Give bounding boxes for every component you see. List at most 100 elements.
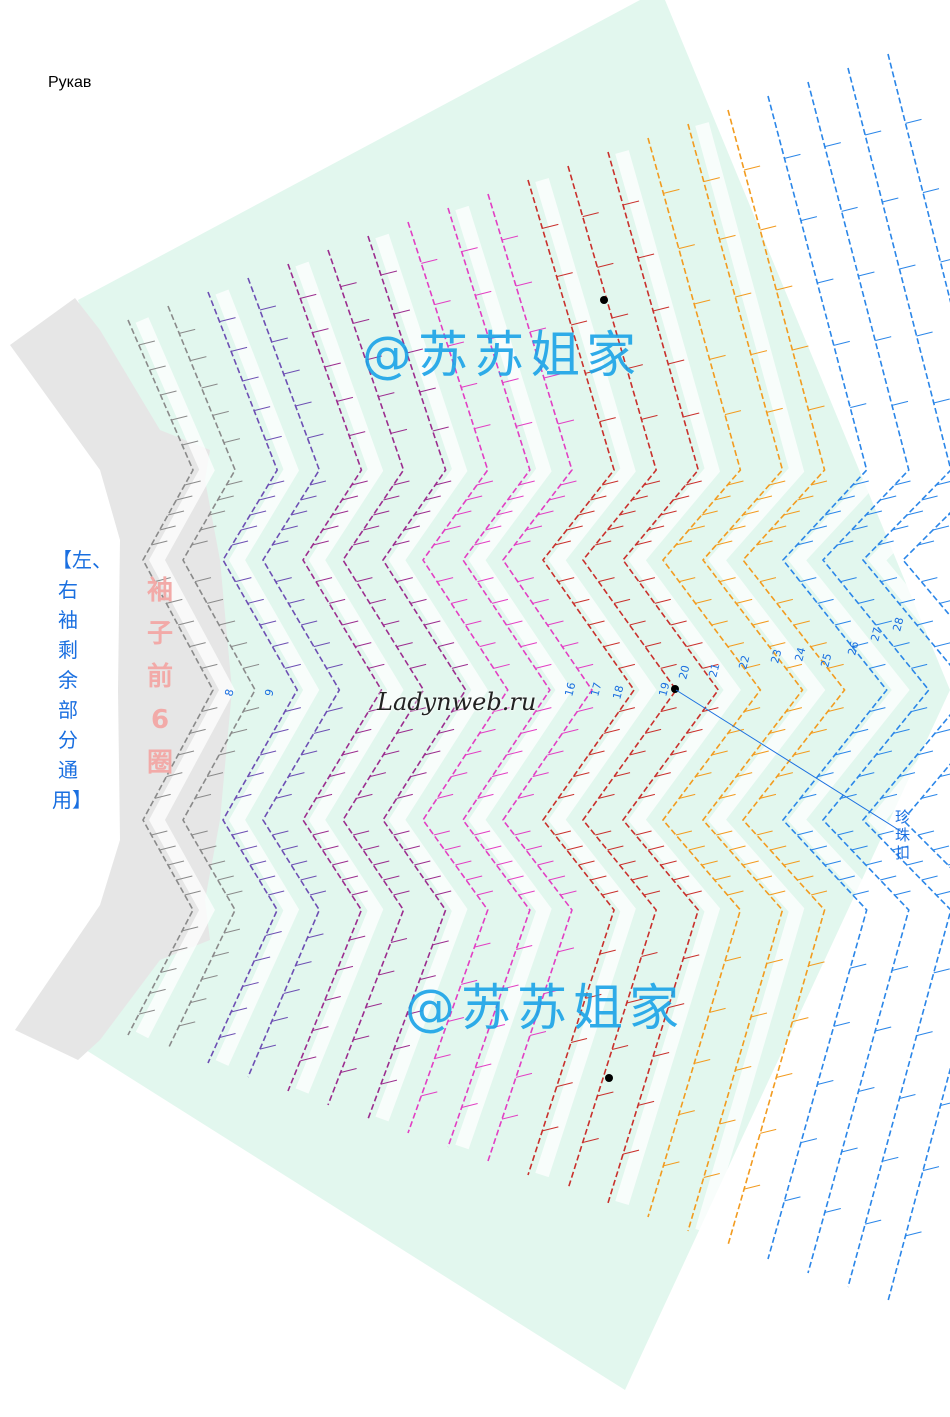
stitch-mark (660, 663, 677, 669)
stitch-mark (810, 525, 828, 531)
stitch-mark (461, 247, 478, 253)
stitch-mark (477, 793, 494, 799)
stitch-mark (899, 264, 916, 270)
stitch-mark (466, 495, 483, 501)
stitch-mark (893, 642, 910, 648)
stitch-mark (585, 993, 602, 999)
stitch-mark (218, 750, 236, 756)
stitch-mark (562, 642, 579, 648)
stitch-mark (548, 495, 566, 501)
stitch-mark (629, 750, 646, 756)
stitch-mark (403, 525, 420, 531)
stitch-mark (312, 540, 329, 546)
row-number-label: 16 (562, 681, 578, 698)
stitch-mark (410, 772, 427, 778)
row-number-label: 20 (676, 664, 692, 681)
stitch-mark (792, 345, 809, 351)
stitch-mark (752, 620, 769, 626)
chain-row (447, 207, 551, 1148)
stitch-mark (735, 292, 752, 298)
stitch-mark (603, 642, 620, 648)
stitch-mark (517, 793, 534, 799)
stitch-mark (716, 830, 733, 836)
stitch-mark (921, 495, 938, 501)
stitch-mark (598, 577, 615, 583)
row-band (775, 94, 910, 1261)
stitch-mark (588, 620, 605, 626)
stitch-mark (365, 355, 382, 361)
stitch-mark (201, 663, 218, 669)
stitch-mark (641, 952, 658, 957)
stitch-mark (833, 340, 850, 346)
stitch-mark (719, 1119, 736, 1125)
stitch-mark (858, 598, 875, 604)
stitch-mark (760, 1128, 777, 1134)
stitch-mark (694, 299, 711, 305)
stitch-mark (226, 480, 243, 486)
stitch-mark (212, 951, 229, 957)
stitch-mark (281, 525, 298, 531)
stitch-mark (940, 1102, 950, 1106)
stitch-mark (654, 598, 671, 604)
stitch-mark (880, 793, 898, 799)
stitch-mark (493, 663, 510, 669)
stitch-mark (259, 620, 277, 626)
stitch-mark (378, 392, 395, 398)
stitch-mark (515, 281, 533, 287)
stitch-mark (182, 440, 199, 446)
stitch-mark (560, 890, 577, 896)
stitch-mark (858, 772, 875, 778)
stitch-mark (683, 412, 700, 418)
stitch-mark (635, 830, 652, 836)
stitch-mark (618, 663, 635, 669)
stitch-mark (543, 373, 561, 379)
stitch-mark (695, 772, 712, 778)
stitch-mark (934, 729, 950, 734)
stitch-mark (756, 540, 773, 546)
stitch-mark (827, 663, 844, 669)
stitch-mark (838, 875, 855, 881)
stitch-mark (852, 890, 869, 896)
row-number-label: 27 (868, 626, 884, 643)
stitch-mark (476, 890, 494, 896)
stitch-mark (769, 728, 786, 734)
stitch-mark (724, 956, 742, 962)
stitch-mark (525, 525, 543, 531)
stitch-mark (869, 663, 886, 669)
stitch-mark (356, 577, 373, 583)
stitch-mark (703, 1173, 720, 1178)
stitch-mark (437, 642, 455, 648)
stitch-mark (326, 707, 343, 713)
stitch-mark (653, 1052, 670, 1057)
stitch-mark (875, 750, 893, 756)
stitch-mark (554, 830, 571, 836)
stitch-mark (892, 845, 909, 851)
stitch-mark (200, 525, 217, 531)
stitch-mark (875, 336, 892, 342)
stitch-mark (570, 320, 588, 326)
stitch-mark (840, 793, 857, 799)
chart-background-mint (78, 0, 950, 1390)
row-number-label: 8 (222, 688, 236, 698)
stitch-mark (342, 620, 359, 626)
stitch-mark (647, 845, 665, 851)
stitch-mark (850, 403, 867, 409)
stitch-mark (201, 383, 218, 389)
stitch-mark (475, 1063, 492, 1069)
stitch-mark (194, 577, 212, 583)
stitch-mark (465, 620, 482, 626)
stitch-mark (218, 620, 236, 626)
stitch-mark (223, 438, 241, 444)
stitch-mark (932, 525, 950, 531)
stitch-mark (892, 525, 909, 531)
stitch-mark (249, 510, 267, 516)
stitch-mark (474, 830, 491, 836)
stitch-mark (476, 480, 494, 486)
stitch-mark (517, 577, 534, 583)
stitch-mark (284, 707, 301, 713)
stitch-mark (434, 1054, 451, 1060)
stitch-mark (686, 642, 703, 648)
stitch-mark (792, 1017, 809, 1023)
stitch-mark (507, 495, 524, 501)
stitch-mark (631, 875, 648, 881)
